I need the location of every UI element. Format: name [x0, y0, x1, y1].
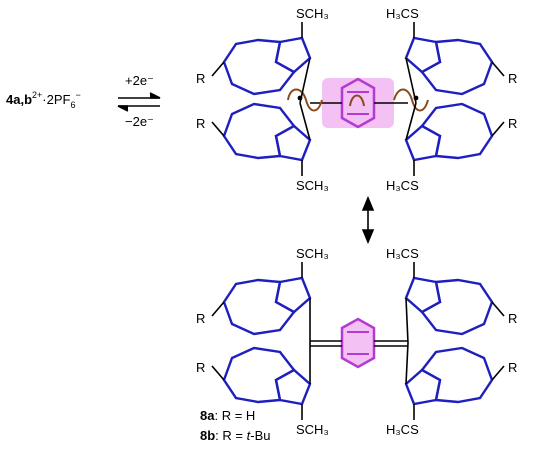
azulene-seven-ring — [222, 102, 296, 160]
reactant-charge: 2+ — [32, 90, 42, 100]
single-bond — [405, 342, 409, 385]
forward-arrowhead — [149, 92, 161, 99]
azulene-seven-ring — [420, 346, 494, 404]
compound-legend: 8a: R = H 8b: R = t-Bu — [200, 408, 270, 443]
single-bond — [405, 57, 417, 104]
diradical-structure: SCH₃ R SCH₃ R H₃CS R H₃CS R — [196, 6, 517, 193]
single-bond — [299, 57, 311, 104]
azulene-seven-ring — [420, 278, 494, 336]
r-label: R — [508, 71, 517, 86]
r-label: R — [196, 360, 205, 375]
sch3-label: SCH₃ — [296, 422, 329, 437]
h3cs-label: H₃CS — [386, 422, 419, 437]
r-bond — [211, 61, 225, 77]
azulene-seven-ring — [420, 102, 494, 160]
r-label: R — [508, 360, 517, 375]
h3cs-label: H₃CS — [386, 246, 419, 261]
r-label: R — [196, 116, 205, 131]
reactant-subscript: 6 — [70, 100, 75, 110]
reactant-rest: ·2PF — [42, 92, 70, 107]
r-bond — [211, 121, 225, 137]
azulene-seven-ring — [222, 346, 296, 404]
legend-8b: 8b: R = t-Bu — [200, 428, 270, 443]
rotation-arrows — [287, 88, 429, 112]
equilibrium-arrows — [117, 92, 161, 112]
legend-8a: 8a: R = H — [200, 408, 255, 423]
quinoidal-structure: SCH₃ R SCH₃ R H₃CS R H₃CS R — [196, 246, 517, 437]
r-bond — [491, 61, 505, 77]
azulene-seven-ring — [222, 38, 296, 96]
single-bond — [405, 297, 409, 344]
svg-text:4a,b2+·2PF6−: 4a,b2+·2PF6− — [6, 90, 81, 110]
rotation-arrow — [393, 88, 429, 112]
azulene-five-ring — [274, 368, 312, 406]
azulene-five-ring — [404, 276, 442, 314]
reactant-anion-charge: − — [75, 90, 80, 100]
sch3-label: SCH₃ — [296, 178, 329, 193]
azulene-five-ring — [274, 276, 312, 314]
rotation-arrow — [287, 88, 323, 112]
azulene-five-ring — [274, 124, 312, 162]
azulene-five-ring — [404, 368, 442, 406]
sch3-label: SCH₃ — [296, 246, 329, 261]
azulene-five-ring — [404, 36, 442, 74]
r-label: R — [508, 116, 517, 131]
r-label: R — [196, 71, 205, 86]
reactant-prefix: 4a,b — [6, 92, 32, 107]
quinoid-ring — [340, 317, 376, 369]
backward-arrow-label: −2e⁻ — [125, 114, 154, 129]
r-label: R — [508, 311, 517, 326]
azulene-five-ring — [404, 124, 442, 162]
r-bond — [491, 121, 505, 137]
sch3-label: SCH₃ — [296, 6, 329, 21]
single-bond — [299, 102, 311, 141]
azulene-five-ring — [274, 36, 312, 74]
resonance-arrow — [361, 195, 375, 245]
r-label: R — [196, 311, 205, 326]
single-bond — [405, 102, 417, 141]
azulene-seven-ring — [222, 278, 296, 336]
h3cs-label: H₃CS — [386, 6, 419, 21]
backward-arrowhead — [117, 105, 129, 112]
forward-arrow-label: +2e⁻ — [125, 73, 154, 88]
r-bond — [491, 365, 505, 381]
rotation-arrow — [349, 94, 365, 107]
azulene-seven-ring — [420, 38, 494, 96]
reactant-label: 4a,b2+·2PF6− — [6, 90, 81, 110]
r-bond — [211, 365, 225, 381]
r-bond — [211, 301, 225, 317]
r-bond — [491, 301, 505, 317]
h3cs-label: H₃CS — [386, 178, 419, 193]
benzene-highlight — [322, 78, 394, 128]
central-benzene-ring — [340, 77, 376, 129]
